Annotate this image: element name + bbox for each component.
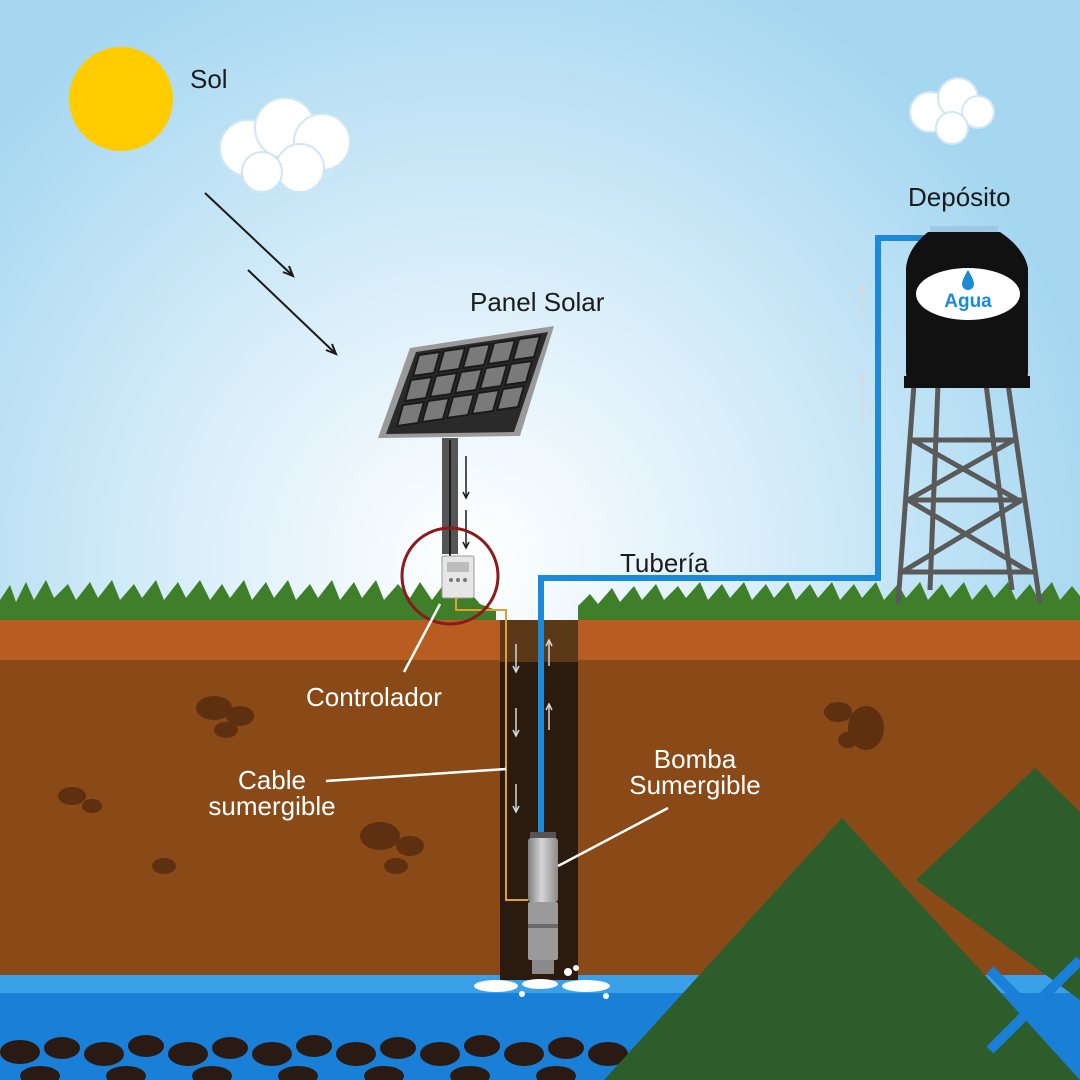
- water-tank: [904, 226, 1030, 388]
- aquifer-stones: [0, 1035, 628, 1080]
- sky: [0, 0, 1080, 640]
- grass-right: [578, 582, 1080, 622]
- label-cable-line2: sumergible: [208, 791, 336, 821]
- solar-cells: [395, 334, 542, 428]
- sun: [69, 47, 173, 151]
- label-sun: Sol: [190, 64, 228, 94]
- sun-ray-arrows: [204, 192, 338, 356]
- label-solar-panel: Panel Solar: [470, 287, 605, 317]
- submersible-pump: [528, 832, 558, 974]
- water-tower: [895, 383, 1043, 605]
- water-drop-icon: [962, 270, 974, 290]
- cable-flow-arrows: [512, 644, 520, 814]
- label-pump-line1: Bomba: [653, 744, 737, 774]
- controller-box: [441, 555, 475, 599]
- solar-panel: [378, 326, 554, 438]
- submersible-cable: [455, 598, 528, 901]
- label-pump-line2: Sumergible: [629, 770, 761, 800]
- label-tank: Depósito: [908, 182, 1011, 212]
- label-cable-line1: Cable: [238, 765, 306, 795]
- rocks: [58, 696, 884, 874]
- cloud-right: [909, 77, 995, 145]
- controller-highlight-ring: [400, 526, 500, 626]
- label-controller: Controlador: [306, 682, 442, 712]
- pipe: [538, 235, 940, 832]
- pipe-flow-arrows: [545, 284, 866, 730]
- label-pipe: Tubería: [620, 548, 709, 578]
- cloud-left: [219, 97, 351, 193]
- water-splash: [474, 965, 610, 999]
- panel-flow-arrows: [462, 456, 470, 550]
- decorative-triangles: [604, 768, 1080, 1080]
- grass: [0, 580, 496, 622]
- label-tank-badge: Agua: [944, 291, 992, 312]
